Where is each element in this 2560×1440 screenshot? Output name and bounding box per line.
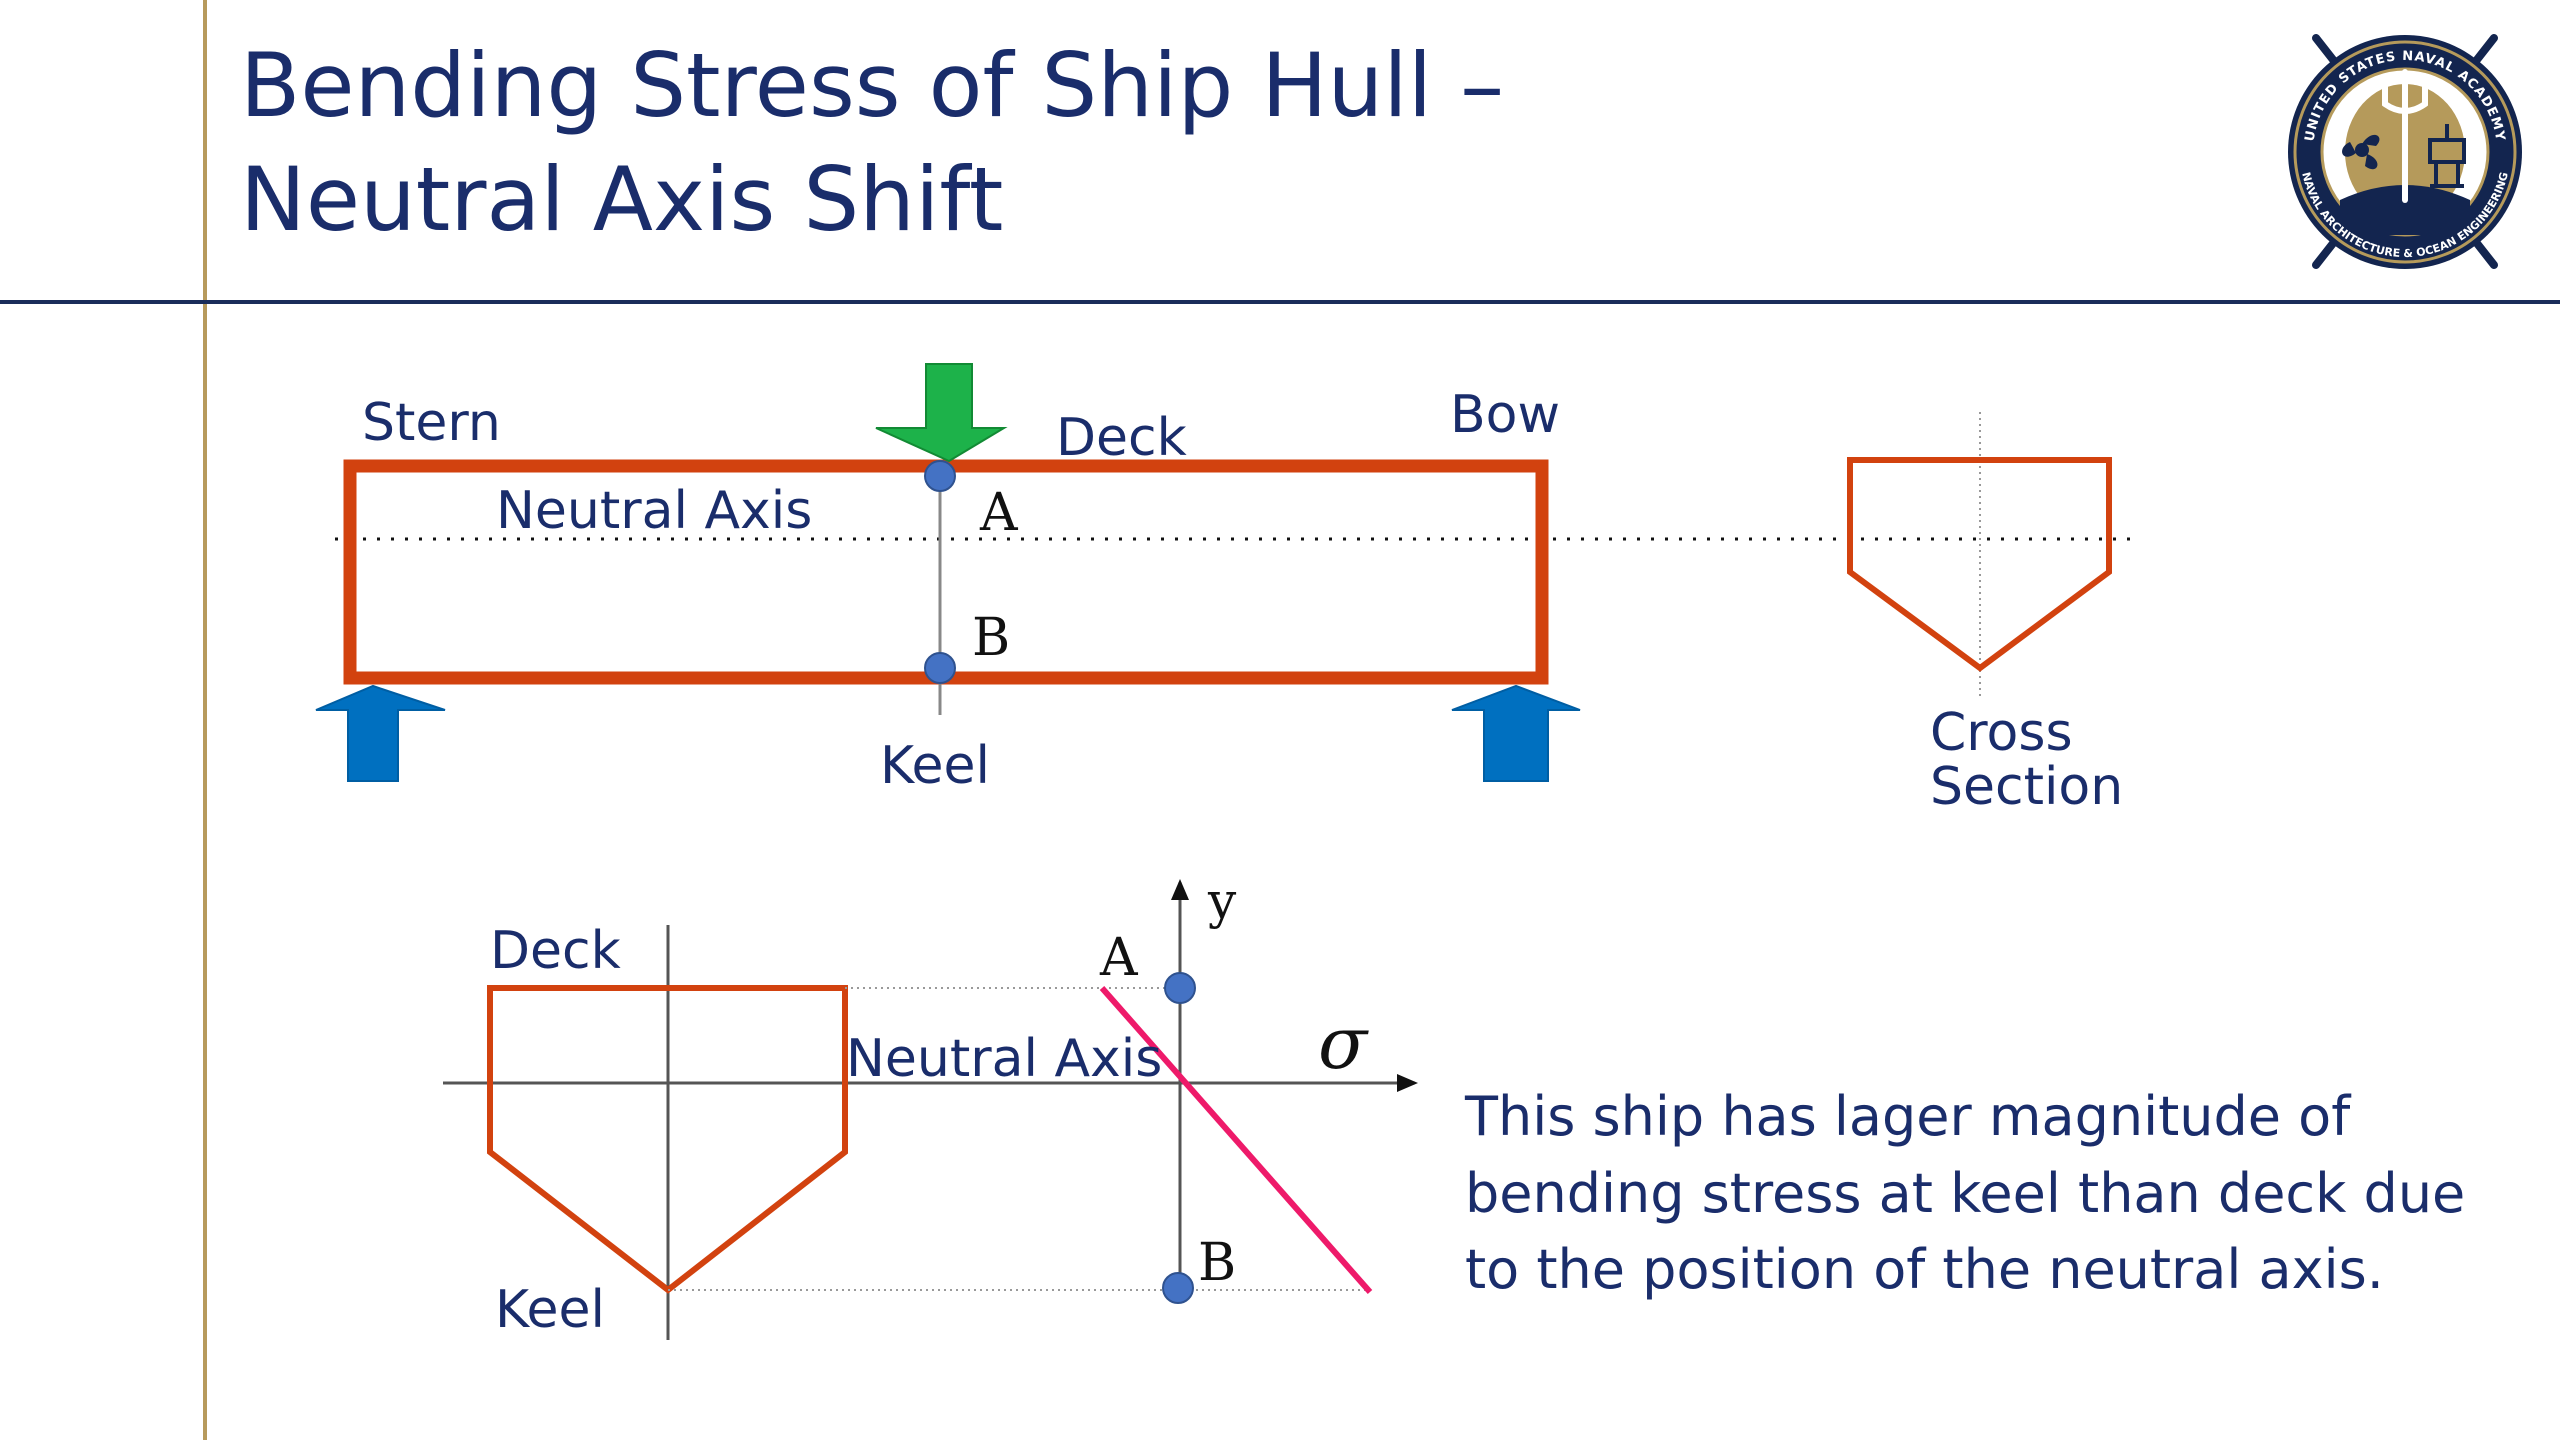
y-axis-label: y (1207, 872, 1237, 930)
stress-point-a-marker (1164, 972, 1196, 1004)
support-arrow-stern (315, 684, 446, 782)
neutral-axis-label: Neutral Axis (496, 481, 812, 541)
point-a-label: A (979, 483, 1019, 543)
cross-section-label-line-1: Cross (1930, 703, 2073, 763)
cross-section-shape (1847, 412, 2112, 700)
section-shape (487, 985, 848, 1294)
point-a-marker (924, 460, 956, 492)
slide-title-line-1: Bending Stress of Ship Hull – (240, 34, 1505, 137)
stress-distribution-line (1099, 986, 1373, 1294)
offshore-platform-icon (2428, 124, 2466, 188)
explanation-line-1: This ship has lager magnitude of (1464, 1085, 2352, 1148)
sigma-axis-label: σ (1318, 1001, 1369, 1085)
support-arrow-bow (1434, 710, 1484, 781)
load-arrow (875, 363, 1008, 463)
usna-naoe-logo: UNITED STATES NAVAL ACADEMY NAVAL ARCHIT… (2288, 34, 2522, 269)
propeller-icon (2342, 134, 2380, 170)
explanation-line-3: to the position of the neutral axis. (1465, 1238, 2384, 1301)
explanation-text: This ship has lager magnitude of bending… (1464, 1085, 2465, 1301)
point-b-label: B (972, 608, 1010, 668)
stress-diagram: y σ Neutral Axis A B (846, 872, 1418, 1304)
keel-label: Keel (880, 736, 990, 796)
stress-point-a-label: A (1099, 928, 1139, 988)
trident-icon (2382, 69, 2428, 203)
section-diagram: Deck Keel (443, 921, 1370, 1340)
point-b-marker (924, 652, 956, 684)
stress-neutral-axis-label: Neutral Axis (846, 1029, 1162, 1089)
stress-point-b-marker (1162, 1272, 1194, 1304)
deck-label: Deck (1056, 408, 1187, 468)
support-arrow-bow-shape (1451, 684, 1581, 782)
stern-label: Stern (362, 393, 501, 453)
ship-beam-diagram: Stern Deck Bow Neutral Axis A B Keel Cro… (315, 363, 2140, 817)
section-keel-label: Keel (495, 1280, 605, 1340)
section-deck-label: Deck (490, 921, 621, 981)
slide-title-line-2: Neutral Axis Shift (240, 148, 1004, 251)
stress-point-b-label: B (1198, 1233, 1236, 1293)
explanation-line-2: bending stress at keel than deck due (1465, 1162, 2465, 1225)
cross-section-label-line-2: Section (1930, 757, 2123, 817)
bow-label: Bow (1450, 385, 1560, 445)
